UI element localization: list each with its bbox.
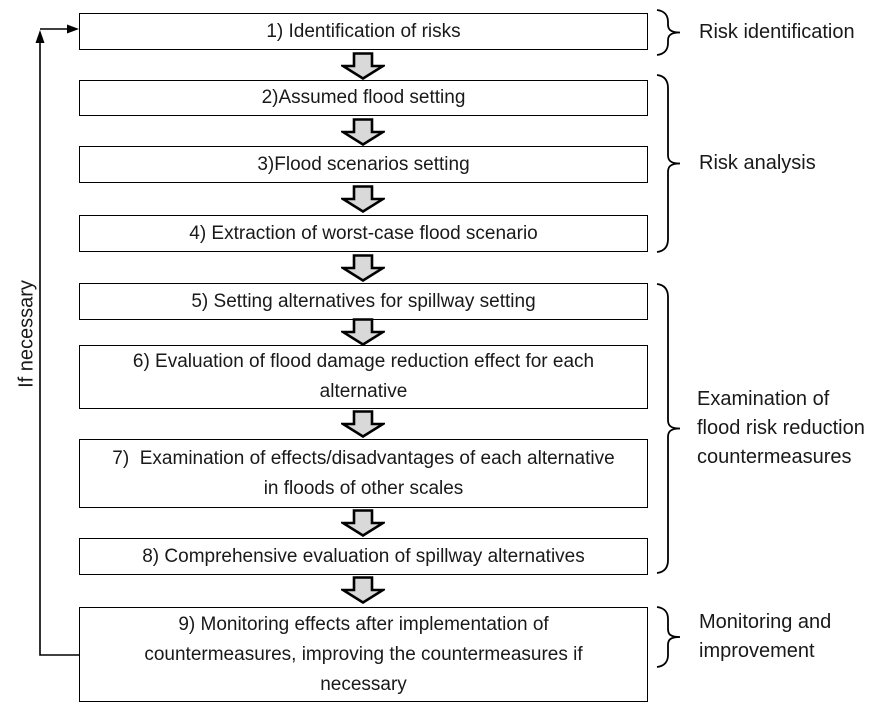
phase-label-examination: Examination of flood risk reduction coun… bbox=[697, 388, 865, 468]
step-box-3: 3)Flood scenarios setting bbox=[79, 146, 648, 183]
down-arrow-icon bbox=[341, 509, 385, 537]
brace-risk-identification bbox=[656, 9, 681, 56]
step-label: 2)Assumed flood setting bbox=[261, 87, 466, 108]
step-label: 7) Examination of effects/disadvantages … bbox=[112, 447, 620, 499]
down-arrow-icon bbox=[341, 254, 385, 282]
feedback-label: If necessary bbox=[15, 280, 38, 388]
phase-label-risk-identification: Risk identification bbox=[699, 21, 855, 43]
step-box-4: 4) Extraction of worst-case flood scenar… bbox=[79, 215, 648, 252]
down-arrow-icon bbox=[341, 318, 385, 346]
down-arrow-icon bbox=[341, 410, 385, 438]
brace-monitoring bbox=[656, 606, 681, 668]
step-box-8: 8) Comprehensive evaluation of spillway … bbox=[79, 538, 648, 575]
down-arrow-icon bbox=[341, 185, 385, 213]
down-arrow-icon bbox=[341, 576, 385, 604]
down-arrow-icon bbox=[341, 118, 385, 146]
step-box-2: 2)Assumed flood setting bbox=[79, 80, 648, 116]
brace-risk-analysis bbox=[656, 74, 681, 253]
phase-label-monitoring: Monitoring and improvement bbox=[699, 611, 832, 662]
step-label: 9) Monitoring effects after implementati… bbox=[144, 613, 588, 695]
step-label: 3)Flood scenarios setting bbox=[257, 153, 470, 175]
step-label: 4) Extraction of worst-case flood scenar… bbox=[189, 222, 538, 244]
step-label: 6) Evaluation of flood damage reduction … bbox=[132, 351, 600, 402]
step-label: 1) Identification of risks bbox=[266, 20, 461, 42]
step-box-9: 9) Monitoring effects after implementati… bbox=[79, 607, 648, 702]
step-box-7: 7) Examination of effects/disadvantages … bbox=[79, 439, 648, 508]
step-box-6: 6) Evaluation of flood damage reduction … bbox=[79, 345, 648, 409]
brace-examination bbox=[656, 283, 681, 574]
step-label: 8) Comprehensive evaluation of spillway … bbox=[142, 545, 585, 567]
step-box-1: 1) Identification of risks bbox=[79, 13, 648, 50]
phase-label-risk-analysis: Risk analysis bbox=[699, 152, 816, 174]
down-arrow-icon bbox=[341, 52, 385, 80]
step-box-5: 5) Setting alternatives for spillway set… bbox=[79, 283, 648, 320]
step-label: 5) Setting alternatives for spillway set… bbox=[191, 290, 536, 312]
